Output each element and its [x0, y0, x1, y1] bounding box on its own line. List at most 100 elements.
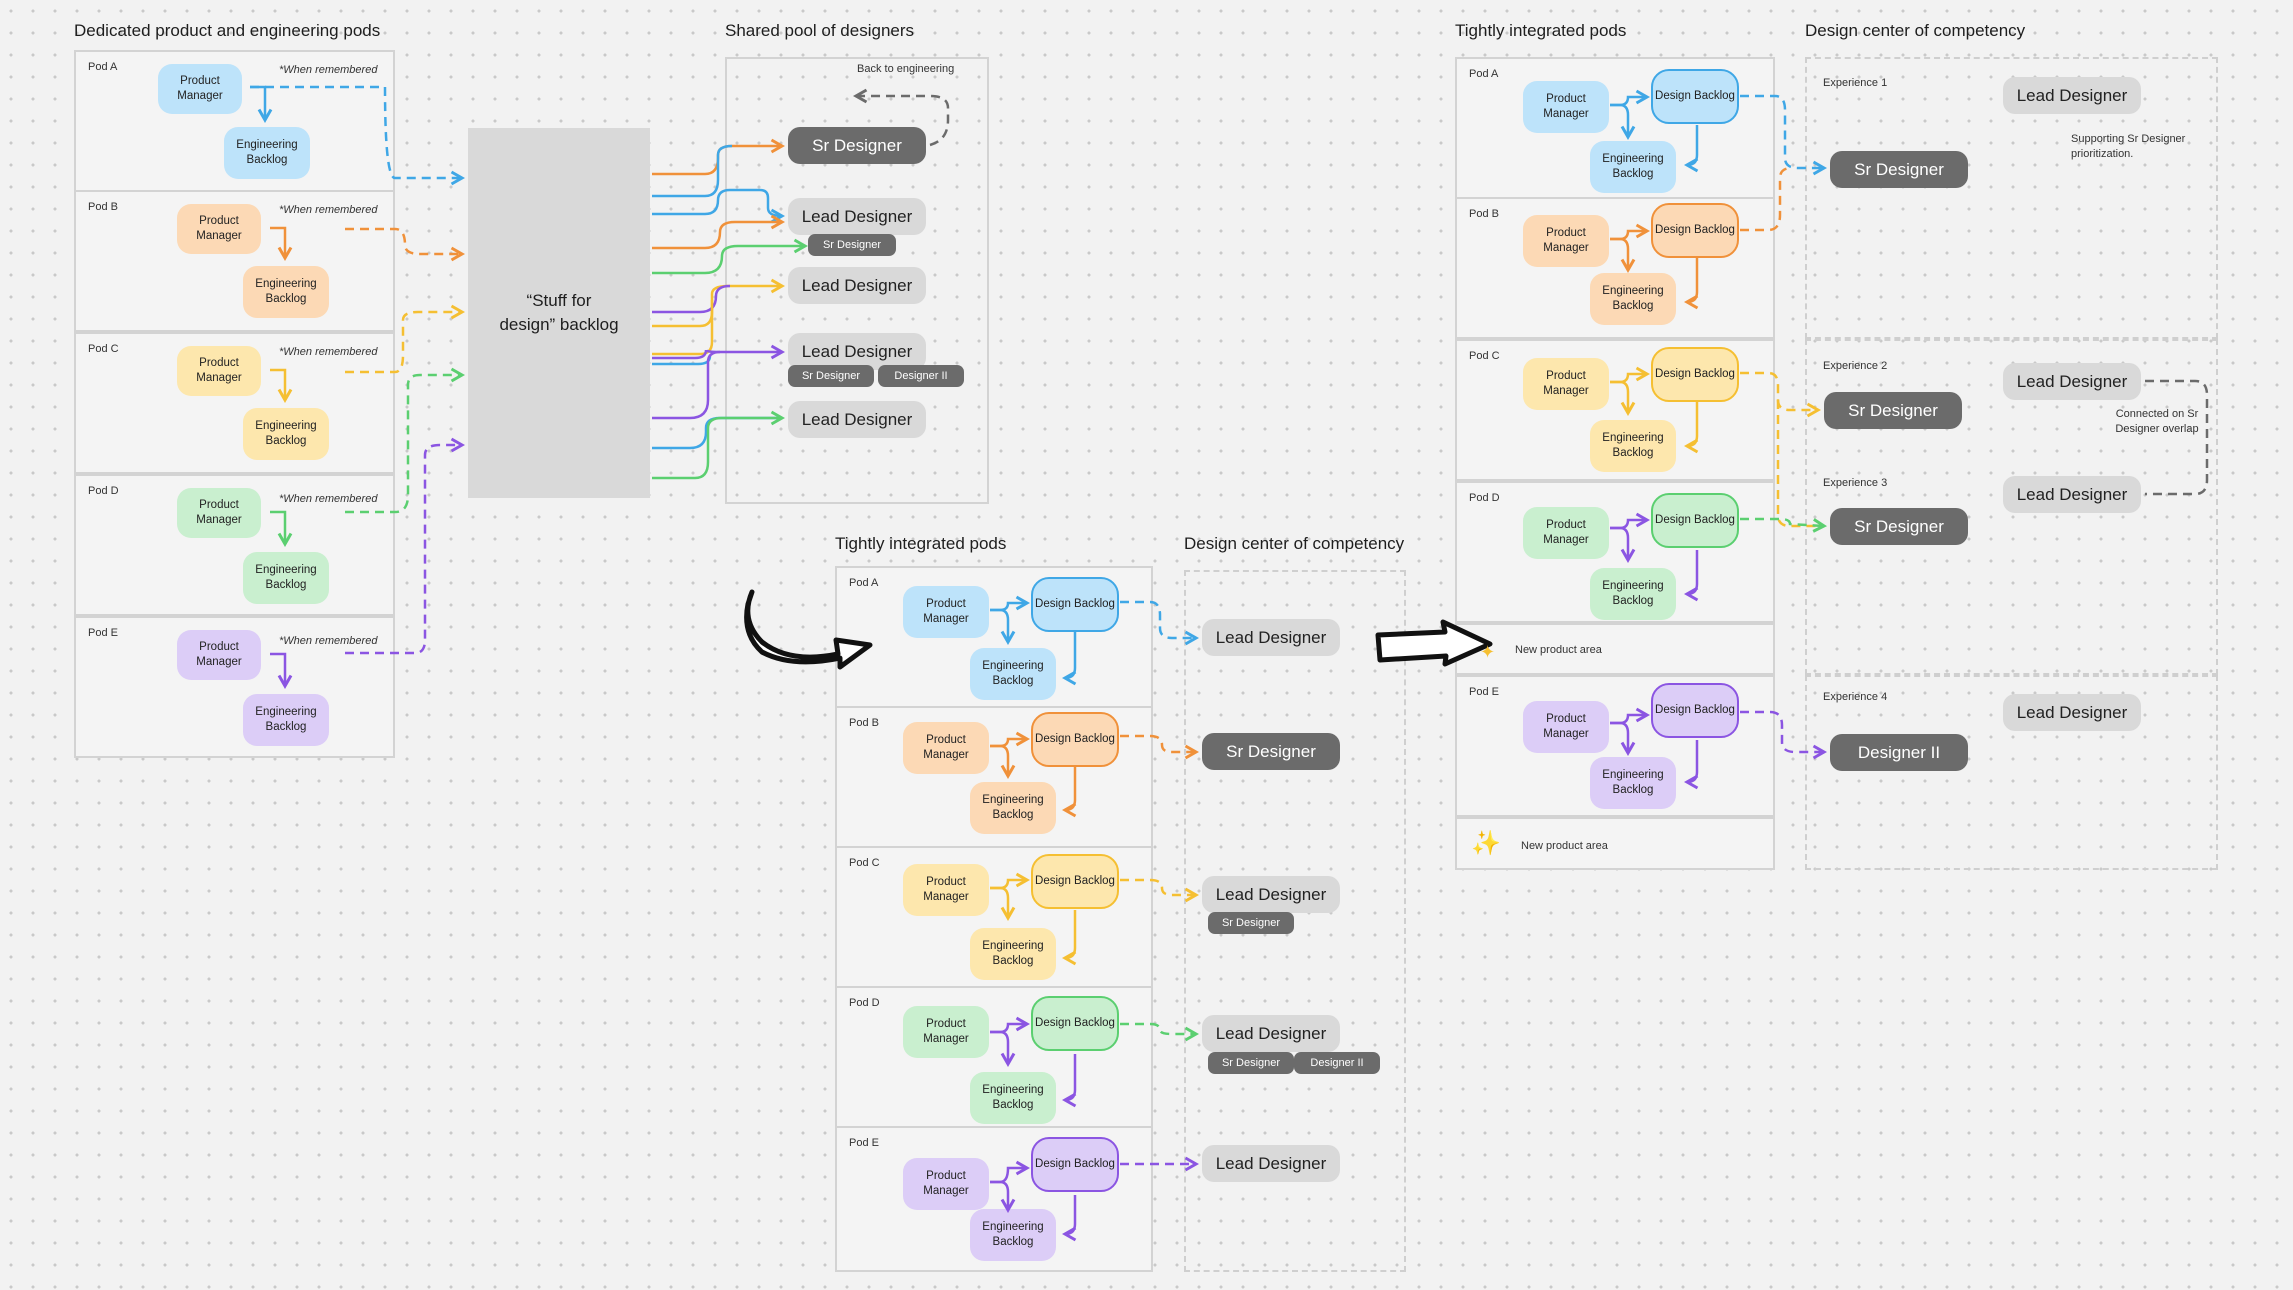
exp4-designer-ii[interactable]: Designer II: [1830, 734, 1968, 771]
engineering-backlog-node[interactable]: Engineering Backlog: [970, 1209, 1056, 1261]
dedicated-pod-d[interactable]: Pod D *When remembered Product Manager E…: [74, 474, 395, 616]
engineering-backlog-node[interactable]: Engineering Backlog: [1590, 420, 1676, 472]
engineering-backlog-node[interactable]: Engineering Backlog: [243, 266, 329, 318]
dash-b: [345, 227, 466, 262]
right-pod-e[interactable]: Pod E Product Manager Design Backlog Eng…: [1455, 675, 1775, 817]
product-manager-node[interactable]: Product Manager: [177, 204, 261, 254]
product-manager-node[interactable]: Product Manager: [158, 64, 242, 114]
product-manager-node[interactable]: Product Manager: [903, 1006, 989, 1058]
product-manager-node[interactable]: Product Manager: [177, 488, 261, 538]
engineering-backlog-node[interactable]: Engineering Backlog: [1590, 568, 1676, 620]
pod-label: Pod D: [1469, 492, 1500, 504]
design-backlog-node[interactable]: Design Backlog: [1651, 683, 1739, 738]
back-to-engineering-label: Back to engineering: [857, 63, 955, 75]
engineering-backlog-node[interactable]: Engineering Backlog: [970, 648, 1056, 700]
shared-designer-ii-tag[interactable]: Designer II: [878, 365, 964, 387]
shared-lead-designer-1[interactable]: Lead Designer: [788, 198, 926, 235]
design-backlog-node[interactable]: Design Backlog: [1031, 1137, 1119, 1192]
exp1-lead-designer[interactable]: Lead Designer: [2003, 77, 2141, 114]
pod-label: Pod B: [88, 201, 118, 213]
right-new-product-area-1[interactable]: New product area: [1455, 623, 1775, 675]
dash-a: [250, 85, 466, 186]
pod-label: Pod E: [1469, 686, 1499, 698]
engineering-backlog-node[interactable]: Engineering Backlog: [1590, 273, 1676, 325]
engineering-backlog-node[interactable]: Engineering Backlog: [243, 408, 329, 460]
stuff-for-design-backlog[interactable]: “Stuff for design” backlog: [468, 128, 650, 498]
product-manager-node[interactable]: Product Manager: [903, 1158, 989, 1210]
product-manager-node[interactable]: Product Manager: [903, 864, 989, 916]
exp3-lead-designer[interactable]: Lead Designer: [2003, 476, 2141, 513]
engineering-backlog-node[interactable]: Engineering Backlog: [243, 552, 329, 604]
right-pod-c[interactable]: Pod C Product Manager Design Backlog Eng…: [1455, 339, 1775, 481]
exp2-sr-designer[interactable]: Sr Designer: [1824, 392, 1962, 429]
design-backlog-node[interactable]: Design Backlog: [1031, 577, 1119, 632]
design-backlog-node[interactable]: Design Backlog: [1031, 996, 1119, 1051]
shared-lead-designer-2[interactable]: Lead Designer: [788, 267, 926, 304]
product-manager-node[interactable]: Product Manager: [903, 722, 989, 774]
engineering-backlog-node[interactable]: Engineering Backlog: [224, 127, 310, 179]
mid-designer-ii-tag-d[interactable]: Designer II: [1294, 1052, 1380, 1074]
shared-sr-designer-tag[interactable]: Sr Designer: [808, 234, 896, 256]
right-pod-a[interactable]: Pod A Product Manager Design Backlog Eng…: [1455, 57, 1775, 199]
right-pod-b[interactable]: Pod B Product Manager Design Backlog Eng…: [1455, 197, 1775, 339]
mid-lead-designer-c[interactable]: Lead Designer: [1202, 876, 1340, 913]
mid-sr-designer-b[interactable]: Sr Designer: [1202, 733, 1340, 770]
pod-label: Pod A: [1469, 68, 1499, 80]
mid-lead-designer-d[interactable]: Lead Designer: [1202, 1015, 1340, 1052]
design-backlog-node[interactable]: Design Backlog: [1651, 203, 1739, 258]
product-manager-node[interactable]: Product Manager: [1523, 507, 1609, 559]
engineering-backlog-node[interactable]: Engineering Backlog: [970, 928, 1056, 980]
title-dedicated-pods: Dedicated product and engineering pods: [74, 21, 381, 40]
design-backlog-node[interactable]: Design Backlog: [1031, 854, 1119, 909]
engineering-backlog-node[interactable]: Engineering Backlog: [970, 1072, 1056, 1124]
pod-label: Pod E: [849, 1137, 879, 1149]
mid-pod-e[interactable]: Pod E Product Manager Design Backlog Eng…: [835, 1126, 1153, 1272]
dash-d: [345, 367, 466, 514]
right-pod-d[interactable]: Pod D Product Manager Design Backlog Eng…: [1455, 481, 1775, 623]
product-manager-node[interactable]: Product Manager: [1523, 81, 1609, 133]
engineering-backlog-node[interactable]: Engineering Backlog: [1590, 141, 1676, 193]
dedicated-pod-e[interactable]: Pod E *When remembered Product Manager E…: [74, 616, 395, 758]
when-remembered-note: *When remembered: [279, 204, 378, 216]
exp2-lead-designer[interactable]: Lead Designer: [2003, 363, 2141, 400]
shared-sr-designer-tag-2[interactable]: Sr Designer: [788, 365, 874, 387]
title-center-right: Design center of competency: [1805, 21, 2026, 40]
shared-lead-designer-4[interactable]: Lead Designer: [788, 401, 926, 438]
exp1-sr-designer[interactable]: Sr Designer: [1830, 151, 1968, 188]
design-backlog-node[interactable]: Design Backlog: [1031, 712, 1119, 767]
curved-arrow-icon: [744, 589, 873, 670]
design-backlog-node[interactable]: Design Backlog: [1651, 69, 1739, 124]
exp3-sr-designer[interactable]: Sr Designer: [1830, 508, 1968, 545]
engineering-backlog-node[interactable]: Engineering Backlog: [1590, 757, 1676, 809]
mid-pod-d[interactable]: Pod D Product Manager Design Backlog Eng…: [835, 986, 1153, 1128]
mid-sr-designer-tag-d[interactable]: Sr Designer: [1208, 1052, 1294, 1074]
design-backlog-node[interactable]: Design Backlog: [1651, 347, 1739, 402]
product-manager-node[interactable]: Product Manager: [1523, 215, 1609, 267]
mid-pod-b[interactable]: Pod B Product Manager Design Backlog Eng…: [835, 706, 1153, 848]
exp4-lead-designer[interactable]: Lead Designer: [2003, 694, 2141, 731]
dedicated-pod-b[interactable]: Pod B *When remembered Product Manager E…: [74, 190, 395, 332]
product-manager-node[interactable]: Product Manager: [177, 630, 261, 680]
shared-sr-designer[interactable]: Sr Designer: [788, 127, 926, 164]
mid-lead-designer-e[interactable]: Lead Designer: [1202, 1145, 1340, 1182]
product-manager-node[interactable]: Product Manager: [177, 346, 261, 396]
product-manager-node[interactable]: Product Manager: [903, 586, 989, 638]
dedicated-pod-c[interactable]: Pod C *When remembered Product Manager E…: [74, 332, 395, 474]
shared-lead-designer-3[interactable]: Lead Designer: [788, 333, 926, 370]
engineering-backlog-node[interactable]: Engineering Backlog: [243, 694, 329, 746]
engineering-backlog-node[interactable]: Engineering Backlog: [970, 782, 1056, 834]
dedicated-pod-a[interactable]: Pod A *When remembered Product Manager E…: [74, 50, 395, 192]
mid-sr-designer-tag-c[interactable]: Sr Designer: [1208, 912, 1294, 934]
mid-pod-a[interactable]: Pod A Product Manager Design Backlog Eng…: [835, 566, 1153, 708]
design-backlog-node[interactable]: Design Backlog: [1651, 493, 1739, 548]
when-remembered-note: *When remembered: [279, 64, 378, 76]
title-tightly-integrated-right: Tightly integrated pods: [1455, 21, 1627, 40]
pm-eb-a: [250, 85, 273, 124]
right-new-product-area-2[interactable]: ✨ New product area: [1455, 817, 1775, 870]
product-manager-node[interactable]: Product Manager: [1523, 701, 1609, 753]
mid-pod-c[interactable]: Pod C Product Manager Design Backlog Eng…: [835, 846, 1153, 988]
sparkle-icon: ✨: [1471, 830, 1501, 857]
product-manager-node[interactable]: Product Manager: [1523, 358, 1609, 410]
out-blue-2: [652, 188, 786, 224]
mid-lead-designer-a[interactable]: Lead Designer: [1202, 619, 1340, 656]
